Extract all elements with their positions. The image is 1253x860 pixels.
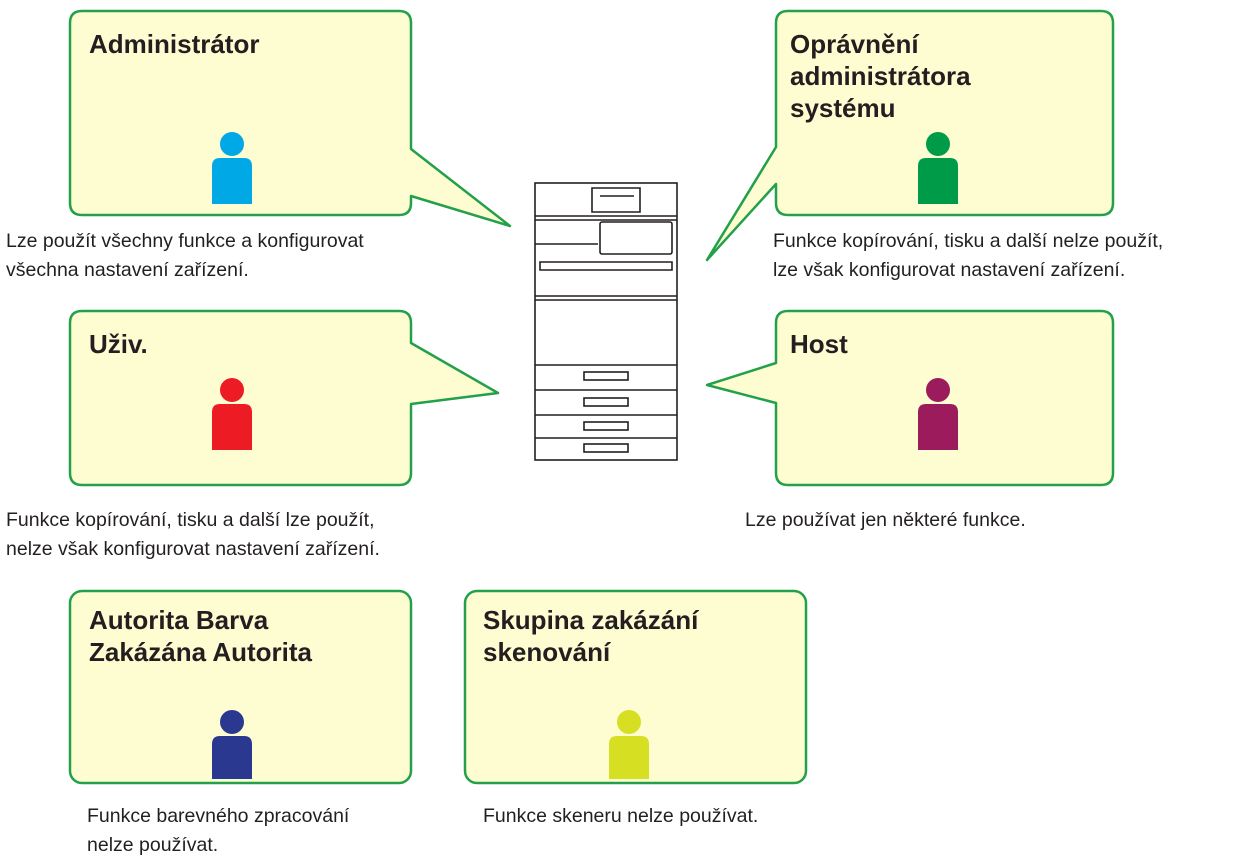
role-title-administrator: Administrátor: [89, 29, 260, 59]
role-description-administrator: Lze použít všechny funkce a konfigurovat…: [6, 230, 364, 281]
bubble-user: [68, 309, 500, 487]
bubble-administrator: [68, 9, 512, 228]
role-title-user: Uživ.: [89, 329, 148, 359]
person-icon: [918, 132, 958, 204]
multifunction-printer-icon: [534, 182, 678, 461]
role-description-system-admin: Funkce kopírování, tisku a další nelze p…: [773, 230, 1164, 281]
role-title-system-admin: Oprávnění administrátora systému: [790, 29, 971, 123]
role-description-scan-prohibited: Funkce skeneru nelze používat.: [483, 805, 759, 827]
person-icon: [609, 710, 649, 779]
person-icon: [212, 378, 252, 450]
role-title-guest: Host: [790, 329, 848, 359]
bubble-guest: [705, 309, 1115, 487]
bubble-scan-prohibited: [463, 589, 808, 785]
person-icon: [212, 132, 252, 204]
person-icon: [918, 378, 958, 450]
role-title-color-prohibited: Autorita Barva Zakázána Autorita: [89, 605, 312, 667]
role-description-color-prohibited: Funkce barevného zpracování nelze použív…: [87, 805, 350, 856]
role-description-guest: Lze používat jen některé funkce.: [745, 509, 1026, 531]
bubble-system-admin: [705, 9, 1115, 262]
role-description-user: Funkce kopírování, tisku a další lze pou…: [6, 509, 380, 560]
person-icon: [212, 710, 252, 779]
role-title-scan-prohibited: Skupina zakázání skenování: [483, 605, 699, 667]
bubble-color-prohibited: [68, 589, 413, 785]
